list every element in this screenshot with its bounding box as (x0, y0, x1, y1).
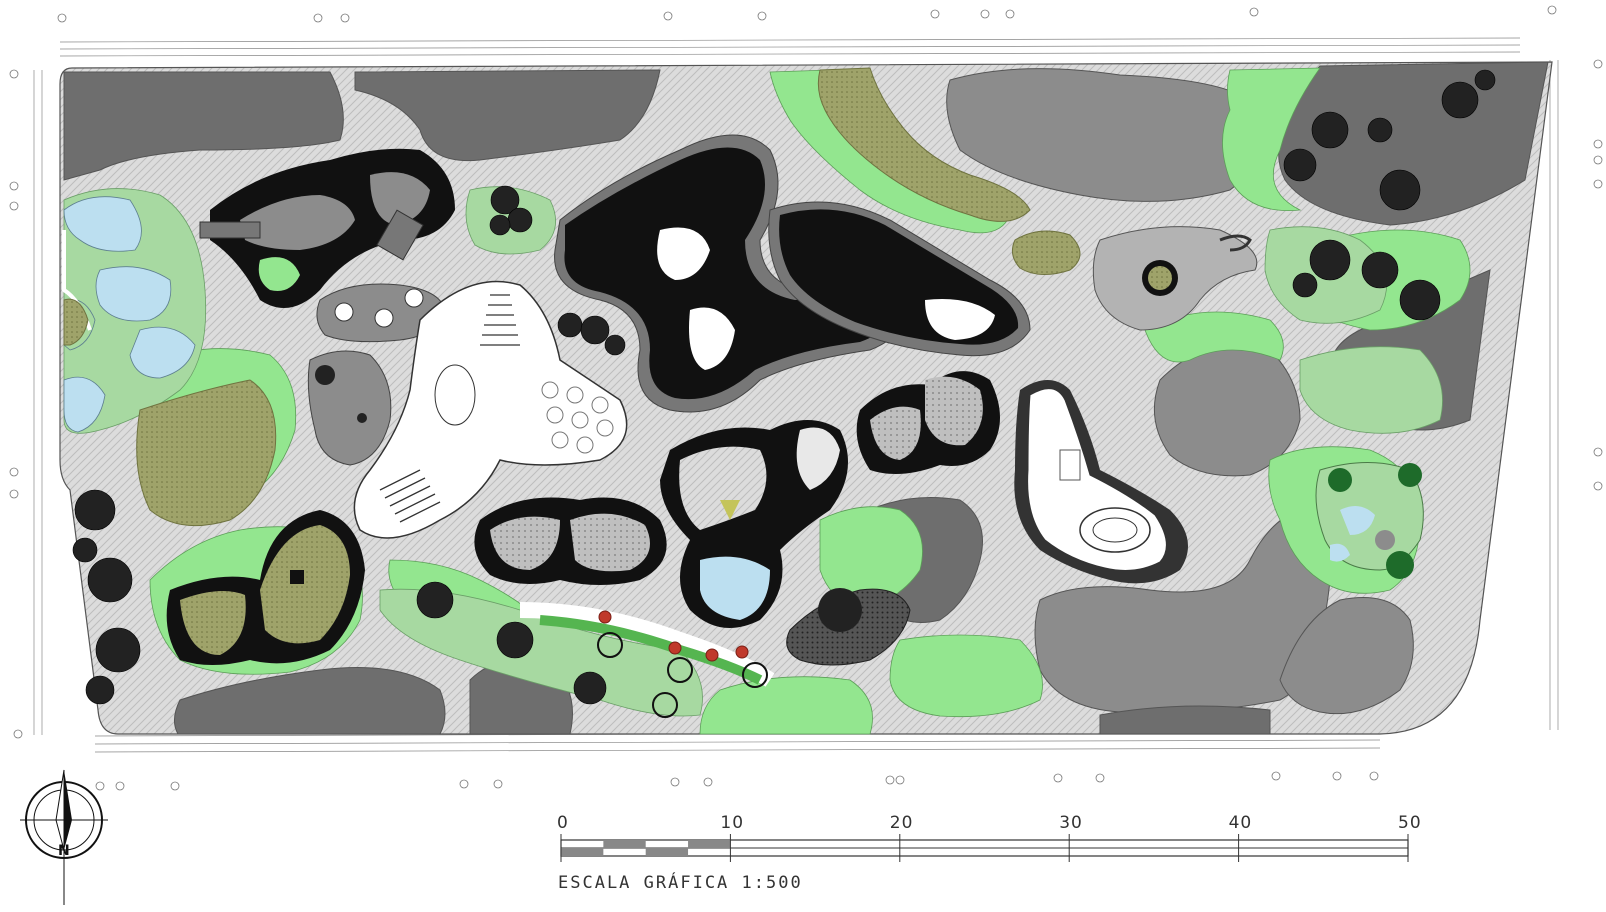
lower-left-pavilion (166, 510, 365, 665)
water-garden (62, 196, 196, 433)
dimension-lines (33, 37, 1559, 753)
scale-subdivision (603, 840, 646, 848)
olive-ground (63, 67, 1081, 527)
circular-plaza (1092, 226, 1258, 331)
trees (72, 69, 1496, 705)
scale-label: 10 (720, 813, 744, 833)
scale-subdivision (645, 848, 689, 856)
scale-label: 20 (890, 813, 914, 833)
scale-label: 40 (1229, 813, 1253, 833)
dark-dotted-zone (786, 588, 911, 666)
scale-label: 50 (1398, 813, 1422, 833)
north-letter: N (58, 843, 70, 859)
scale-label: 0 (557, 813, 569, 833)
scale-title: ESCALA GRÁFICA 1:500 (558, 871, 803, 893)
north-arrow-icon: N (20, 769, 108, 905)
scale-subdivision (561, 848, 604, 856)
central-building (353, 280, 628, 539)
small-zone (307, 283, 446, 466)
scale-subdivision (688, 840, 731, 848)
scale-label: 30 (1059, 813, 1083, 833)
grid-markers (9, 5, 1603, 791)
flower-path (519, 602, 775, 718)
triple-lobe-pavilion (660, 420, 848, 628)
dotted-pavilions (474, 371, 1000, 585)
black-pavilions (554, 134, 1031, 413)
pond-right (1315, 462, 1424, 579)
right-building (1014, 380, 1188, 584)
scale-bar: 0 10 20 30 40 50 ESCALA GRÁFICA 1:500 (557, 813, 1422, 893)
pond-pavilion-left (199, 148, 455, 308)
